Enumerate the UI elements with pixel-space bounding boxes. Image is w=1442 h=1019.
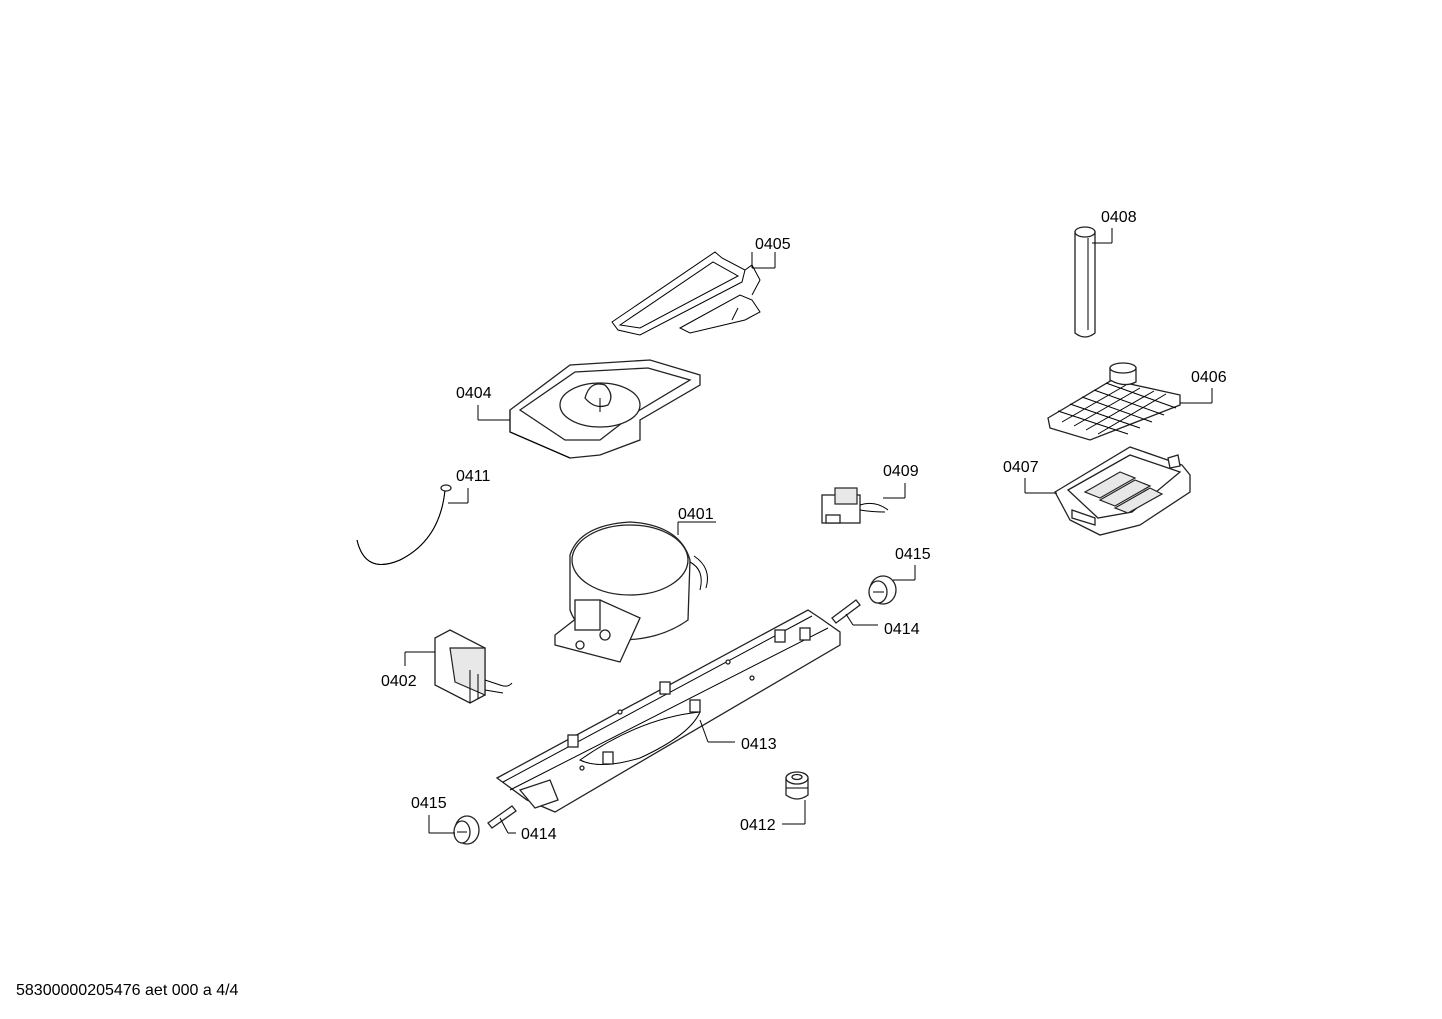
- label-0414-bottom: 0414: [521, 826, 557, 843]
- part-0415-wheel-bottom: [453, 815, 480, 845]
- label-0406: 0406: [1191, 369, 1227, 386]
- label-0415-bottom: 0415: [411, 795, 447, 812]
- part-0411-hose: [356, 484, 452, 565]
- part-0412-grommet: [785, 771, 809, 800]
- label-0404: 0404: [456, 385, 492, 402]
- label-0409: 0409: [883, 463, 919, 480]
- part-0414-pin-top: [831, 599, 861, 624]
- label-0405: 0405: [755, 236, 791, 253]
- label-0408: 0408: [1101, 209, 1137, 226]
- part-0405-wire-heater: [611, 251, 761, 336]
- part-0402-electrical-box: [434, 629, 513, 704]
- part-0414-pin-bottom: [487, 805, 517, 829]
- label-0402: 0402: [381, 673, 417, 690]
- part-0409-relay: [821, 487, 889, 524]
- part-0413-base-rail: [495, 609, 841, 813]
- part-0407-tray: [1054, 446, 1191, 536]
- label-0414-top: 0414: [884, 621, 920, 638]
- part-0408-cylinder: [1074, 226, 1096, 338]
- label-0411: 0411: [456, 468, 491, 485]
- label-0415-top: 0415: [895, 546, 931, 563]
- label-0412: 0412: [740, 817, 776, 834]
- part-0404-evaporation-tray: [509, 359, 701, 459]
- document-code: 58300000205476 aet 000 a 4/4: [16, 982, 239, 999]
- label-0401: 0401: [678, 506, 714, 523]
- label-0413: 0413: [741, 736, 777, 753]
- part-0406-grid-cover: [1047, 362, 1181, 441]
- part-0415-wheel-top: [868, 575, 897, 605]
- label-0407: 0407: [1003, 459, 1039, 476]
- part-0401-compressor: [554, 521, 708, 663]
